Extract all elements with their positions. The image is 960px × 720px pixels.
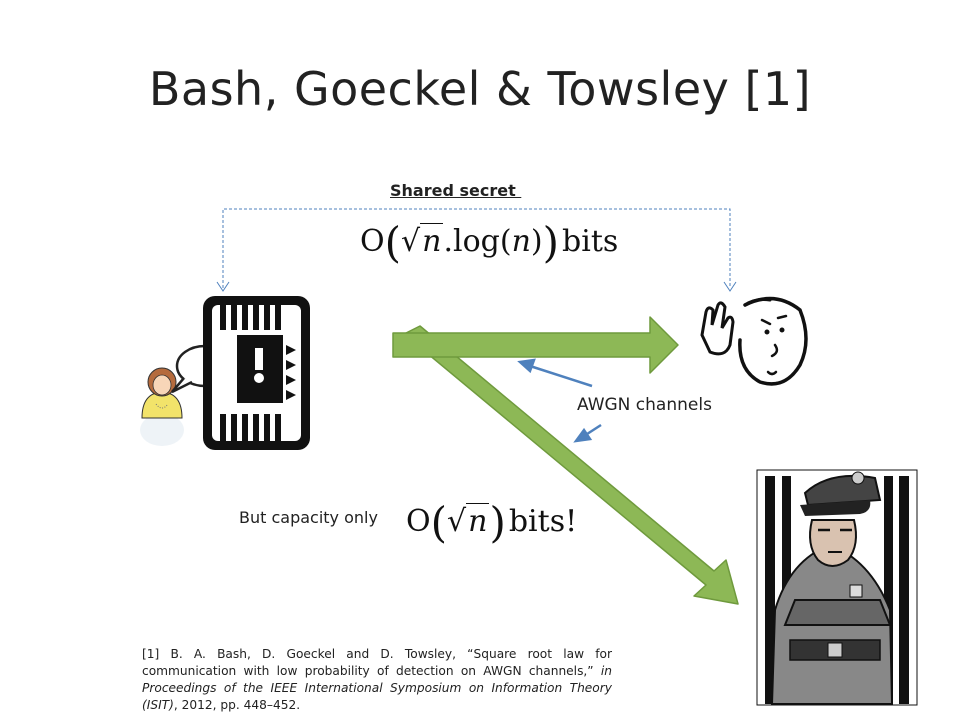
- reference-citation: [1] B. A. Bash, D. Goeckel and D. Towsle…: [142, 646, 612, 714]
- reference-venue: in Proceedings of the IEEE International…: [142, 664, 612, 712]
- transmitter-device-icon: [203, 296, 310, 450]
- alice-icon: [140, 367, 184, 446]
- reference-suffix: , 2012, pp. 448–452.: [173, 698, 301, 712]
- connector-arrowhead-left: [216, 281, 230, 292]
- formula-close: ): [530, 224, 543, 259]
- awgn-channels-label: AWGN channels: [577, 395, 712, 415]
- connector-arrowhead-right: [723, 281, 737, 292]
- shared-secret-label: Shared secret: [390, 181, 522, 200]
- capacity-formula-n: n: [466, 503, 490, 539]
- formula-log: log(: [453, 224, 512, 259]
- awgn-pointer-arrows: [517, 358, 602, 443]
- capacity-formula: O(√n) bits!: [406, 498, 578, 547]
- shared-secret-connector: [222, 208, 731, 288]
- slide-title: Bash, Goeckel & Towsley [1]: [148, 62, 812, 116]
- capacity-label: But capacity only: [239, 508, 378, 527]
- capacity-formula-o: O: [406, 504, 431, 539]
- bob-icon: [700, 296, 808, 386]
- formula-o: O: [360, 224, 385, 259]
- channel-arrow-to-bob: [392, 316, 679, 374]
- shared-secret-formula: O(√n.log(n)) bits: [360, 218, 619, 267]
- formula-n: n: [420, 223, 444, 259]
- warden-icon: [756, 469, 918, 706]
- channel-arrow-to-willie: [403, 325, 739, 605]
- reference-prefix: [1] B. A. Bash, D. Goeckel and D. Towsle…: [142, 647, 612, 678]
- formula-bits: bits: [562, 224, 619, 259]
- formula-log-n: n: [511, 224, 531, 259]
- formula-dot: .: [443, 224, 453, 259]
- capacity-formula-bits: bits!: [508, 504, 578, 539]
